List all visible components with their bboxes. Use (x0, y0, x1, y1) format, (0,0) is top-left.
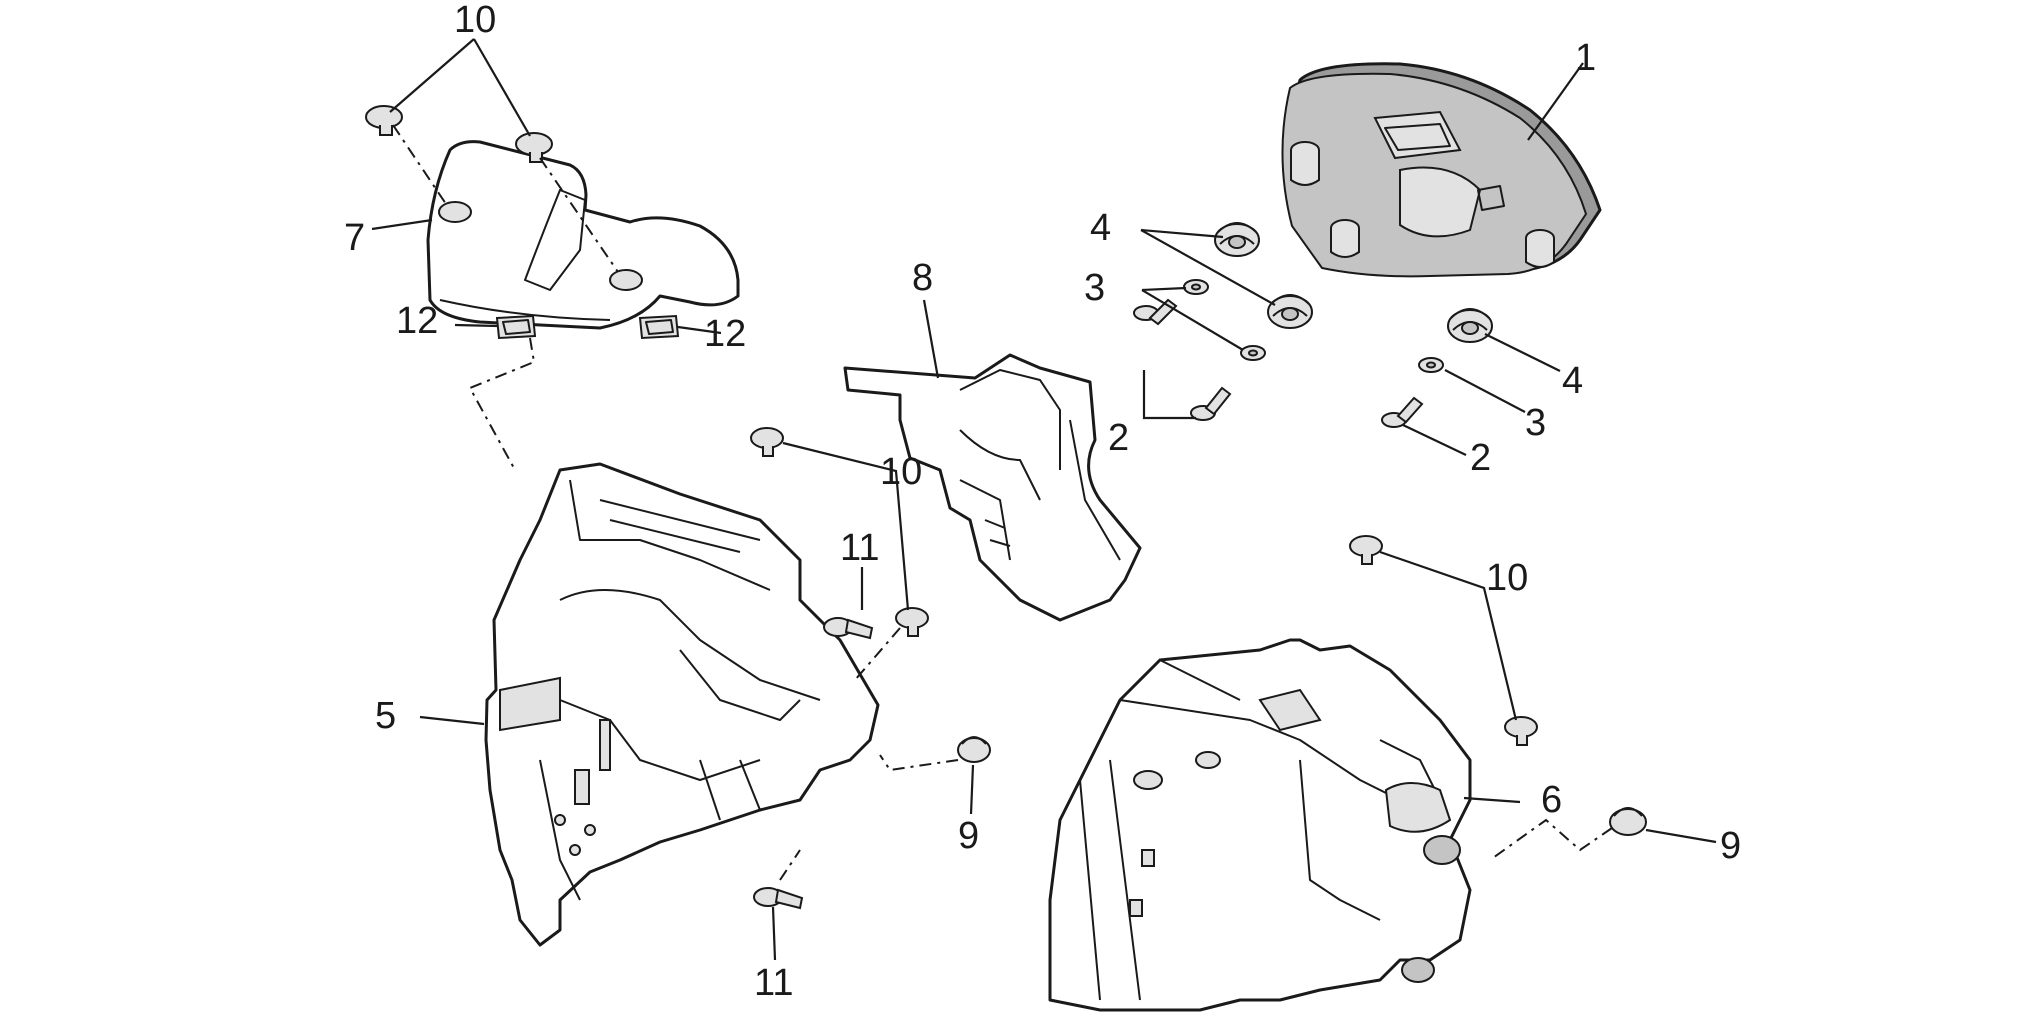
callout-10-right: 10 (1486, 557, 1528, 599)
part-3-washer-a (1183, 279, 1209, 295)
part-12-clip-left (495, 314, 537, 340)
callout-1: 1 (1575, 37, 1596, 79)
part-4-grommet-a (1214, 222, 1260, 257)
part-11-bolt-lower (753, 887, 804, 910)
callout-10-mid: 10 (880, 451, 922, 493)
part-8-center-bracket (843, 353, 1142, 622)
part-10-nut-top-left-a (365, 105, 403, 136)
callout-4-top: 4 (1090, 207, 1111, 249)
part-5-left-frame (484, 462, 880, 947)
callout-9-right: 9 (1720, 825, 1741, 867)
part-9-grommet-left (957, 736, 991, 763)
callout-12-left: 12 (396, 300, 438, 342)
part-9-grommet-right (1609, 807, 1647, 836)
callout-8: 8 (912, 257, 933, 299)
callout-10-top-left: 10 (454, 0, 496, 41)
part-10-nut-right-a (1349, 535, 1383, 565)
part-6-right-frame (1048, 638, 1472, 1012)
callout-12-right: 12 (704, 313, 746, 355)
callout-5: 5 (375, 695, 396, 737)
callout-11-lower: 11 (754, 962, 793, 1004)
part-4-grommet-b (1267, 294, 1313, 329)
callout-4-right: 4 (1562, 360, 1583, 402)
part-2-screw-c (1381, 396, 1424, 428)
callout-2-left: 2 (1108, 417, 1129, 459)
callout-3-top: 3 (1084, 267, 1105, 309)
part-3-washer-b (1240, 345, 1266, 361)
callout-6: 6 (1541, 779, 1562, 821)
part-11-bolt-upper (823, 617, 874, 640)
part-10-nut-top-left-b (515, 132, 553, 163)
assembly-lines (392, 124, 1613, 881)
callout-3-right: 3 (1525, 402, 1546, 444)
part-1-instrument-panel (1281, 62, 1602, 278)
callout-9-left: 9 (958, 815, 979, 857)
part-2-screw-b (1190, 386, 1232, 421)
leader-lines (371, 38, 1717, 961)
part-4-grommet-c (1447, 308, 1493, 343)
part-12-clip-right (638, 314, 680, 340)
callout-7: 7 (344, 217, 365, 259)
callout-2-right: 2 (1470, 437, 1491, 479)
callout-11-upper: 11 (840, 527, 879, 569)
callout-labels: 1 4 3 2 4 3 2 8 10 7 12 12 10 11 5 9 11 … (344, 0, 1741, 1004)
part-2-screw-a (1133, 298, 1178, 326)
part-10-nut-mid-left-a (750, 427, 784, 457)
part-10-nut-mid-left-b (895, 607, 929, 637)
part-10-nut-right-b (1504, 716, 1538, 746)
part-3-washer-c (1418, 357, 1444, 373)
part-7-cover-panel (426, 140, 740, 330)
